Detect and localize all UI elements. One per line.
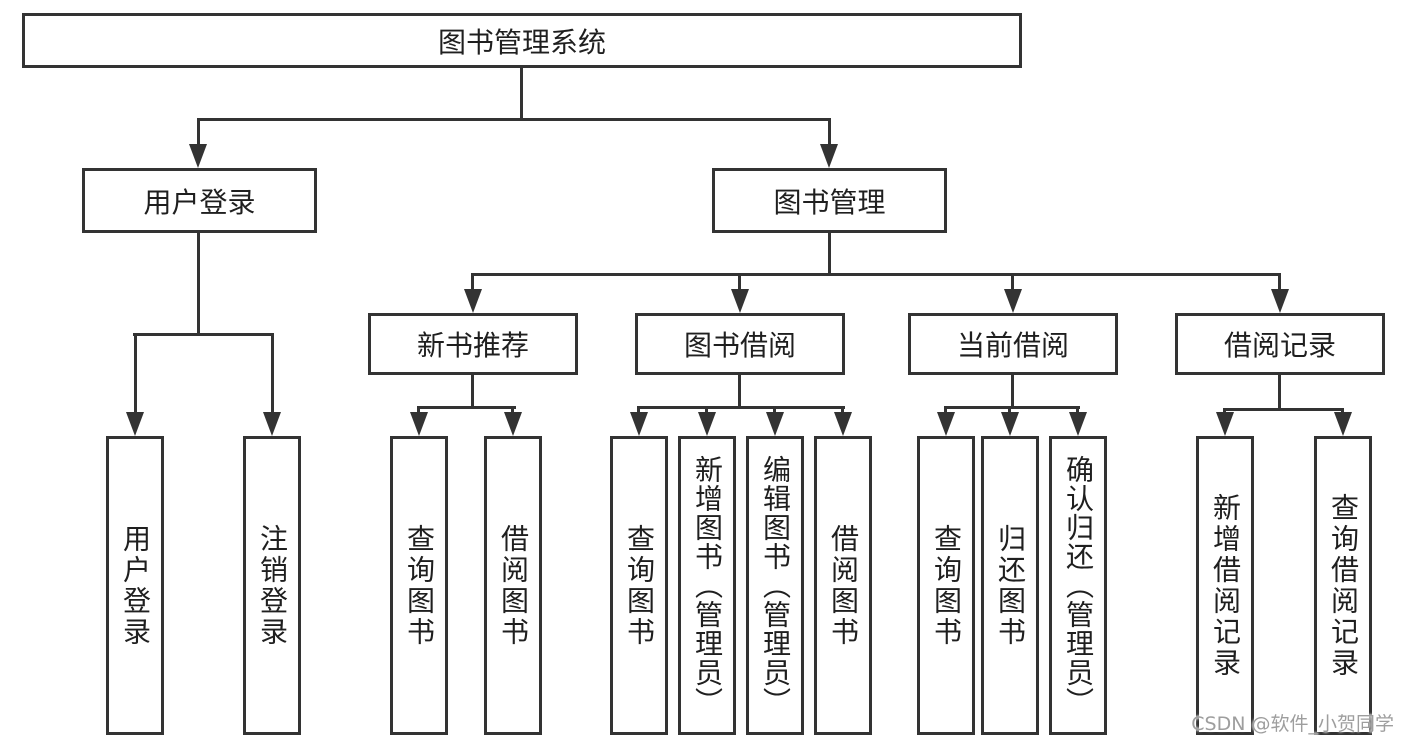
arrowhead-leaf-user-login (126, 412, 144, 436)
node-book-management: 图书管理 (712, 168, 947, 233)
connector-stub-leaf-confirm-return (1076, 406, 1079, 414)
node-current-borrowing: 当前借阅 (908, 313, 1118, 375)
arrowhead-current-borrowing (1004, 289, 1022, 313)
arrowhead-leaf-borrow-recommend (504, 412, 522, 436)
leaf-query-borrow-record-label: 查询借阅记录 (1327, 492, 1360, 679)
arrowhead-user-login (189, 144, 207, 168)
leaf-logout-label: 注销登录 (256, 523, 289, 648)
connector-borrow-records-split (1223, 408, 1344, 411)
arrowhead-leaf-query-record (1334, 412, 1352, 436)
leaf-query-books-recommend: 查询图书 (390, 436, 448, 735)
leaf-add-book-admin: 新增图书（管理员） (678, 436, 736, 735)
connector-new-book-recommend-split (417, 406, 516, 409)
leaf-borrow-books-recommend-label: 借阅图书 (497, 523, 530, 648)
arrowhead-leaf-query-recommend (410, 412, 428, 436)
connector-borrow-records-down (1278, 375, 1281, 408)
node-borrow-records-label: 借阅记录 (1223, 329, 1336, 362)
leaf-query-books-borrowing: 查询图书 (610, 436, 668, 735)
arrowhead-leaf-return-book (1001, 412, 1019, 436)
leaf-confirm-return-admin-label: 确认归还（管理员） (1062, 455, 1095, 716)
connector-book-borrowing-down (738, 375, 741, 406)
connector-stub-borrow-records (1278, 273, 1281, 291)
node-book-management-label: 图书管理 (773, 185, 886, 219)
connector-stub-leaf-edit-book (773, 406, 776, 414)
leaf-return-book-label: 归还图书 (994, 523, 1027, 648)
connector-stub-leaf-query-record (1341, 408, 1344, 414)
connector-stub-leaf-add-record (1223, 408, 1226, 414)
leaf-borrow-books-borrowing: 借阅图书 (814, 436, 872, 735)
arrowhead-leaf-add-book (698, 412, 716, 436)
connector-current-borrowing-down (1011, 375, 1014, 406)
connector-book-borrowing-split (637, 406, 845, 409)
connector-stub-leaf-add-book (705, 406, 708, 414)
leaf-user-login-label: 用户登录 (119, 523, 152, 648)
leaf-return-book: 归还图书 (981, 436, 1039, 735)
arrowhead-leaf-query-borrowing (630, 412, 648, 436)
node-root: 图书管理系统 (22, 13, 1022, 68)
leaf-logout: 注销登录 (243, 436, 301, 735)
leaf-query-books-current: 查询图书 (917, 436, 975, 735)
connector-user-login-split (133, 333, 274, 336)
arrowhead-leaf-confirm-return (1069, 412, 1087, 436)
connector-stub-leaf-logout (271, 333, 274, 414)
node-root-label: 图书管理系统 (437, 25, 606, 59)
connector-new-book-recommend-down (471, 375, 474, 406)
node-user-login-label: 用户登录 (143, 185, 256, 219)
leaf-query-books-current-label: 查询图书 (930, 523, 963, 648)
arrowhead-leaf-edit-book (766, 412, 784, 436)
arrowhead-leaf-query-current (937, 412, 955, 436)
connector-stub-leaf-query-current (944, 406, 947, 414)
node-current-borrowing-label: 当前借阅 (956, 329, 1069, 362)
connector-level3-horizontal (471, 273, 1281, 276)
leaf-borrow-books-recommend: 借阅图书 (484, 436, 542, 735)
leaf-user-login: 用户登录 (106, 436, 164, 735)
connector-stub-leaf-user-login (134, 333, 137, 414)
connector-stub-book-management (828, 118, 831, 146)
arrowhead-new-book-recommend (464, 289, 482, 313)
node-user-login: 用户登录 (82, 168, 317, 233)
leaf-add-book-admin-label: 新增图书（管理员） (691, 455, 724, 716)
arrowhead-leaf-add-record (1216, 412, 1234, 436)
connector-book-management-down (828, 232, 831, 275)
node-borrow-records: 借阅记录 (1175, 313, 1385, 375)
connector-current-borrowing-split (944, 406, 1080, 409)
connector-level2-horizontal (197, 118, 831, 121)
connector-stub-book-borrowing (738, 273, 741, 291)
leaf-query-books-recommend-label: 查询图书 (403, 523, 436, 648)
connector-root-down (520, 68, 523, 120)
node-book-borrowing: 图书借阅 (635, 313, 845, 375)
arrowhead-book-management (820, 144, 838, 168)
connector-user-login-down (197, 233, 200, 333)
connector-stub-leaf-borrow-recommend (511, 406, 514, 414)
leaf-query-borrow-record: 查询借阅记录 (1314, 436, 1372, 735)
arrowhead-book-borrowing (731, 289, 749, 313)
connector-stub-leaf-return-book (1008, 406, 1011, 414)
connector-stub-leaf-borrow-borrowing (841, 406, 844, 414)
arrowhead-borrow-records (1271, 289, 1289, 313)
leaf-add-borrow-record: 新增借阅记录 (1196, 436, 1254, 735)
node-new-book-recommend-label: 新书推荐 (416, 329, 529, 362)
watermark-text: CSDN @软件_小贺同学 (1191, 713, 1394, 735)
connector-stub-current-borrowing (1011, 273, 1014, 291)
leaf-edit-book-admin-label: 编辑图书（管理员） (759, 455, 792, 716)
leaf-borrow-books-borrowing-label: 借阅图书 (827, 523, 860, 648)
leaf-add-borrow-record-label: 新增借阅记录 (1209, 492, 1242, 679)
leaf-edit-book-admin: 编辑图书（管理员） (746, 436, 804, 735)
node-book-borrowing-label: 图书借阅 (683, 329, 796, 362)
leaf-query-books-borrowing-label: 查询图书 (623, 523, 656, 648)
connector-stub-new-book-recommend (471, 273, 474, 291)
connector-stub-user-login (197, 118, 200, 146)
arrowhead-leaf-borrow-borrowing (834, 412, 852, 436)
node-new-book-recommend: 新书推荐 (368, 313, 578, 375)
connector-stub-leaf-query-recommend (417, 406, 420, 414)
leaf-confirm-return-admin: 确认归还（管理员） (1049, 436, 1107, 735)
connector-stub-leaf-query-borrowing (637, 406, 640, 414)
arrowhead-leaf-logout (263, 412, 281, 436)
